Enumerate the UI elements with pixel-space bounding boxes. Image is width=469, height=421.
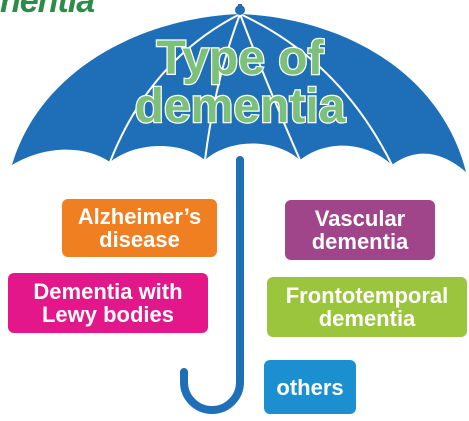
type-alzheimers: Alzheimer’s disease [62, 199, 217, 257]
type-lewy-line2: Lewy bodies [33, 303, 182, 326]
type-vascular-line1: Vascular [312, 207, 409, 230]
type-frontotemporal-line1: Frontotemporal [286, 284, 449, 307]
type-lewy-bodies: Dementia with Lewy bodies [8, 273, 208, 333]
umbrella-tip-knob [235, 5, 245, 15]
umbrella-title-line1: Type of [156, 32, 324, 85]
type-frontotemporal: Frontotemporal dementia [267, 277, 467, 337]
type-vascular: Vascular dementia [285, 200, 435, 260]
type-lewy-line1: Dementia with [33, 280, 182, 303]
type-frontotemporal-line2: dementia [286, 307, 449, 330]
type-others-label: others [276, 376, 343, 399]
type-others: others [264, 360, 356, 414]
type-alzheimers-line2: disease [78, 228, 202, 251]
umbrella-title-line2: dementia [135, 80, 346, 133]
type-vascular-line2: dementia [312, 230, 409, 253]
type-alzheimers-line1: Alzheimer’s [78, 205, 202, 228]
